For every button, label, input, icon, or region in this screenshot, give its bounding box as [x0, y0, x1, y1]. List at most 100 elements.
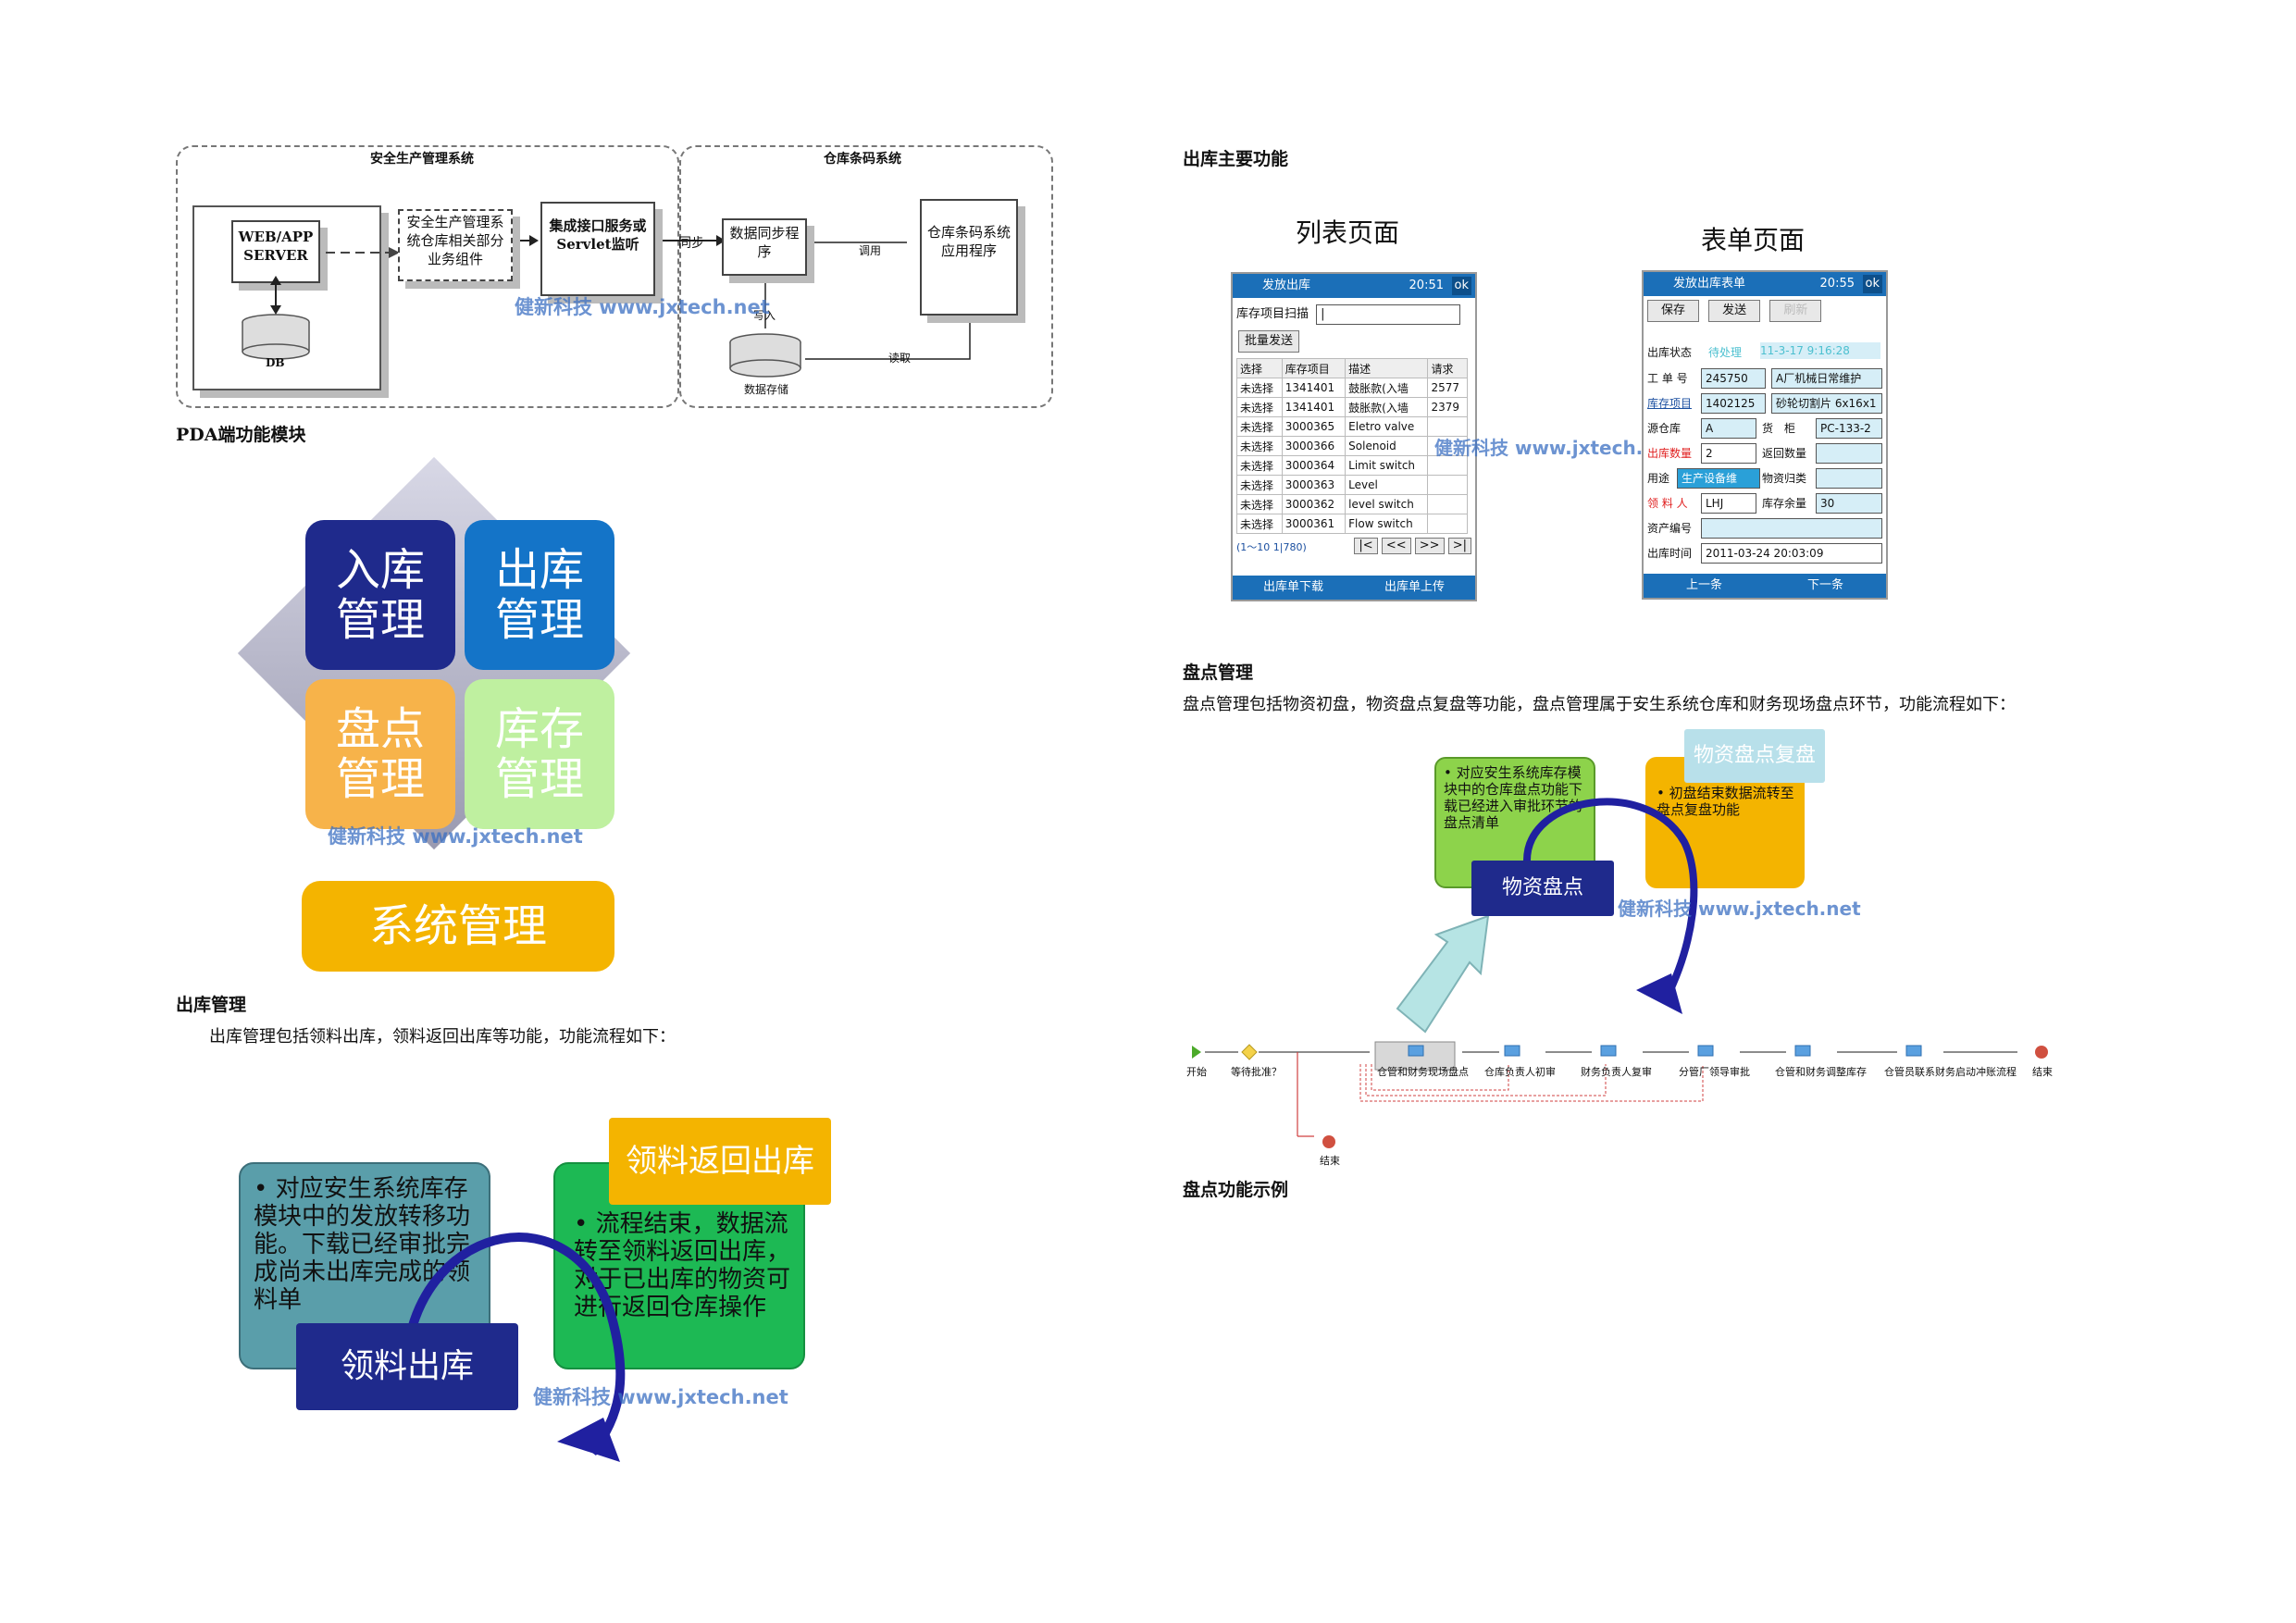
form-ok-button[interactable]: ok: [1862, 275, 1882, 293]
list-batch-row: 批量发送: [1233, 325, 1475, 358]
use-select[interactable]: 生产设备维: [1677, 468, 1760, 489]
workflow-step-5: 仓管和财务调整库存: [1775, 1066, 1867, 1078]
workflow-step-2: 仓库负责人初审: [1484, 1066, 1556, 1078]
pager-last-button[interactable]: >|: [1447, 538, 1471, 554]
form-screen: 发放出库表单 20:55 ok 保存 发送 刷新 出库状态 待处理 11-3-1…: [1642, 270, 1888, 600]
bin-label: 货 柜: [1762, 422, 1796, 435]
return-label: 返回数量: [1762, 447, 1807, 460]
form-save-button[interactable]: 保存: [1647, 300, 1700, 322]
col-request: 请求: [1427, 358, 1468, 378]
time-select[interactable]: 2011-03-24 20:03:09: [1701, 543, 1882, 564]
list-scan-input[interactable]: |: [1316, 304, 1461, 325]
item-desc-field[interactable]: 砂轮切割片 6x16x1: [1771, 393, 1882, 414]
workflow-lines: [1192, 1041, 2048, 1148]
item-label-link[interactable]: 库存项目: [1647, 397, 1693, 410]
architecture-left-title: 安全生产管理系统: [370, 152, 474, 167]
form-prev-button[interactable]: 上一条: [1685, 578, 1722, 592]
workflow-end-2: 结束: [1320, 1155, 1340, 1167]
outbound-right-text: • 流程结束，数据流转至领料返回出库，对于已出库的物资可进行返回仓库操作: [574, 1210, 791, 1321]
sync-label: 同步: [678, 236, 704, 251]
status-value: 待处理: [1708, 346, 1743, 359]
form-fields: 出库状态 待处理 11-3-17 9:16:28 工 单 号 245750 A厂…: [1644, 326, 1886, 566]
outbound-right-title: 领料返回出库: [609, 1118, 831, 1205]
asset-label: 资产编号: [1647, 522, 1693, 535]
form-app-title: 发放出库表单: [1673, 277, 1746, 291]
workflow-end: 结束: [2032, 1066, 2053, 1078]
workflow-step-4: 分管厂领导审批: [1679, 1066, 1750, 1078]
interface-box: 集成接口服务或Servlet监听: [540, 202, 655, 296]
stock-field[interactable]: 30: [1816, 493, 1882, 514]
architecture-left-group: [176, 145, 679, 408]
barcode-app-box: 仓库条码系统应用程序: [920, 199, 1018, 316]
col-select: 选择: [1236, 358, 1283, 378]
heading-outbound-main: 出库主要功能: [1183, 149, 1289, 169]
asset-field[interactable]: [1701, 518, 1882, 539]
tile-inbound: 入库管理: [305, 520, 455, 670]
stocktake-arrow: [1396, 798, 1698, 1034]
warehouse-label: 源仓库: [1647, 422, 1682, 435]
form-send-button[interactable]: 发送: [1708, 300, 1761, 322]
class-field[interactable]: [1816, 468, 1882, 489]
workflow-step-3: 财务负责人复审: [1581, 1066, 1652, 1078]
warehouse-field[interactable]: A: [1701, 418, 1756, 439]
qty-label: 出库数量: [1647, 447, 1693, 460]
storage-label: 数据存储: [744, 383, 789, 396]
use-label: 用途: [1647, 472, 1670, 485]
pda-watermark: 健新科技 www.jxtech.net: [328, 825, 583, 848]
db-label: DB: [266, 356, 285, 369]
form-toolbar: 保存 发送 刷新: [1644, 296, 1886, 326]
stocktake-left-text: • 对应安生系统库存模块中的仓库盘点功能下载已经进入审批环节的盘点清单: [1444, 764, 1583, 831]
workflow-step-1: 仓管和财务现场盘点: [1377, 1066, 1469, 1078]
heading-stocktake-example: 盘点功能示例: [1183, 1180, 1289, 1200]
qty-field[interactable]: 2: [1701, 443, 1756, 464]
order-field[interactable]: 245750: [1701, 368, 1766, 389]
person-field[interactable]: LHJ: [1701, 493, 1756, 514]
heading-outbound-mgmt: 出库管理: [176, 995, 247, 1015]
list-upload-button[interactable]: 出库单上传: [1384, 580, 1445, 594]
heading-stocktake: 盘点管理: [1183, 663, 1254, 683]
form-next-button[interactable]: 下一条: [1806, 578, 1843, 592]
list-batch-button[interactable]: 批量发送: [1238, 330, 1300, 353]
list-screen: 发放出库 20:51 ok 库存项目扫描 | 批量发送 选择 库存项目 描述 请…: [1231, 272, 1477, 601]
workflow-decision: 等待批准？: [1231, 1066, 1282, 1078]
order-desc-field[interactable]: A厂机械日常维护: [1771, 368, 1882, 389]
item-field[interactable]: 1402125: [1701, 393, 1766, 414]
stocktake-watermark: 健新科技 www.jxtech.net: [1618, 898, 1861, 920]
list-titlebar: 发放出库 20:51 ok: [1233, 274, 1475, 298]
stocktake-right-title: 物资盘点复盘: [1684, 729, 1825, 783]
stocktake-left-label: 物资盘点: [1471, 861, 1614, 916]
architecture-lines: [242, 235, 975, 378]
list-bottombar: 出库单下载 出库单上传: [1233, 576, 1475, 600]
tile-stocktake: 盘点管理: [305, 679, 455, 829]
form-time: 20:55: [1819, 277, 1855, 291]
architecture-right-group: [679, 145, 1053, 408]
list-ok-button[interactable]: ok: [1451, 277, 1471, 295]
tile-inventory: 库存管理: [465, 679, 614, 829]
pager-next-button[interactable]: >>: [1414, 538, 1445, 554]
component-box: 安全生产管理系统仓库相关部分业务组件: [398, 209, 513, 281]
return-field[interactable]: [1816, 443, 1882, 464]
paragraph-outbound: 出库管理包括领料出库，领料返回出库等功能，功能流程如下：: [209, 1027, 676, 1047]
heading-pda: PDA端功能模块: [176, 425, 306, 445]
form-refresh-button[interactable]: 刷新: [1769, 300, 1822, 322]
pager-prev-button[interactable]: <<: [1381, 538, 1411, 554]
outbound-left-label: 领料出库: [296, 1323, 518, 1410]
workflow-start: 开始: [1186, 1066, 1207, 1078]
list-pager-buttons: |< << >> >|: [1354, 538, 1471, 554]
list-page-title: 列表页面: [1296, 217, 1400, 248]
col-desc: 描述: [1345, 358, 1429, 378]
bin-field[interactable]: PC-133-2: [1816, 418, 1882, 439]
list-pager: (1～10 1|780) |< << >> >|: [1233, 534, 1475, 560]
list-app-title: 发放出库: [1262, 279, 1311, 292]
pager-first-button[interactable]: |<: [1354, 538, 1378, 554]
list-download-button[interactable]: 出库单下载: [1262, 580, 1323, 594]
